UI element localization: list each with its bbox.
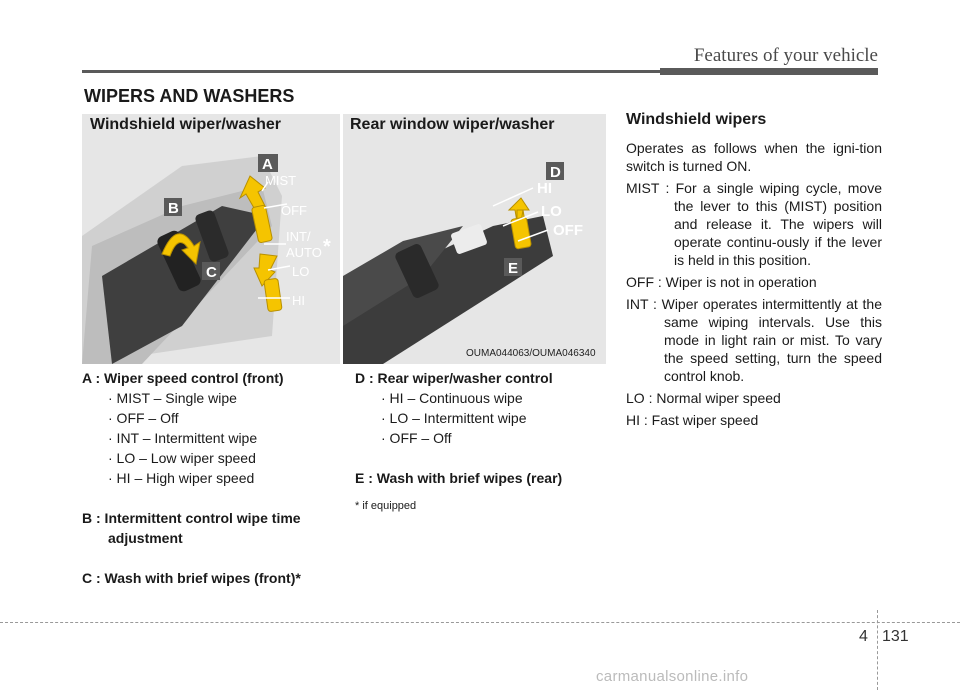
windshield-hi: HI : Fast wiper speed xyxy=(626,412,759,428)
legend-d-item: · OFF – Off xyxy=(381,430,452,446)
windshield-int: INT : Wiper operates intermittently at t… xyxy=(626,296,882,384)
legend-d-item: · HI – Continuous wipe xyxy=(381,390,523,406)
legend-a-item: · INT – Intermittent wipe xyxy=(108,430,258,446)
footer-rule xyxy=(0,622,960,623)
svg-text:E: E xyxy=(508,260,518,277)
svg-text:A: A xyxy=(262,156,273,173)
label-hi: HI xyxy=(292,293,305,308)
header-rule xyxy=(82,70,878,73)
figure-right-title: Rear window wiper/washer xyxy=(350,116,555,133)
legend-b-title: B : Intermittent control wipe time xyxy=(82,510,301,526)
footer-vrule xyxy=(877,610,878,690)
legend-a-item: · MIST – Single wipe xyxy=(108,390,237,406)
rear-label-lo: LO xyxy=(541,203,562,220)
legend-a-item: · HI – High wiper speed xyxy=(108,470,255,486)
legend-left: A : Wiper speed control (front) · MIST –… xyxy=(82,368,347,588)
page-number: 131 xyxy=(882,628,909,645)
header-rule-accent xyxy=(660,68,878,75)
windshield-wipers-section: Windshield wipers Operates as follows wh… xyxy=(626,111,882,433)
rear-wiper-lever-illustration: D E xyxy=(343,162,564,364)
legend-b-title-cont: adjustment xyxy=(108,530,183,546)
svg-text:D: D xyxy=(550,164,561,181)
callout-a xyxy=(258,154,278,172)
legend-c-title: C : Wash with brief wipes (front)* xyxy=(82,570,301,586)
callout-c xyxy=(202,262,220,280)
chapter-number: 4 xyxy=(859,628,868,645)
label-int: INT/ xyxy=(286,229,311,244)
windshield-heading: Windshield wipers xyxy=(626,111,767,128)
legend-e-title: E : Wash with brief wipes (rear) xyxy=(355,470,563,486)
figure-code: OUMA044063/OUMA046340 xyxy=(466,348,596,359)
windshield-lo: LO : Normal wiper speed xyxy=(626,390,781,406)
front-wiper-lever-illustration: A B C xyxy=(82,154,291,364)
callout-b xyxy=(164,198,182,216)
svg-text:C: C xyxy=(206,264,217,281)
rear-label-hi: HI xyxy=(537,180,552,197)
legend-d-item: · LO – Intermittent wipe xyxy=(381,410,527,426)
rear-label-off: OFF xyxy=(553,222,583,239)
label-mist: MIST xyxy=(265,173,297,188)
section-title: WIPERS AND WASHERS xyxy=(84,86,295,106)
running-header: Features of your vehicle xyxy=(693,45,878,66)
callout-d xyxy=(546,162,564,180)
windshield-mist: MIST : For a single wiping cycle, move t… xyxy=(626,180,882,268)
label-off: OFF xyxy=(281,203,307,218)
footnote: * if equipped xyxy=(355,500,417,512)
label-lo: LO xyxy=(292,264,310,279)
legend-a-item: · OFF – Off xyxy=(108,410,179,426)
label-asterisk: * xyxy=(323,236,331,258)
callout-e xyxy=(504,258,522,276)
watermark: carmanualsonline.info xyxy=(596,668,749,685)
legend-a-item: · LO – Low wiper speed xyxy=(108,450,256,466)
figure-left-title: Windshield wiper/washer xyxy=(90,116,282,133)
figure-divider xyxy=(340,114,343,364)
legend-right: D : Rear wiper/washer control · HI – Con… xyxy=(355,368,615,488)
legend-a-title: A : Wiper speed control (front) xyxy=(82,370,284,386)
windshield-off: OFF : Wiper is not in operation xyxy=(626,274,817,290)
windshield-intro: Operates as follows when the igni-tion s… xyxy=(626,140,882,174)
svg-text:B: B xyxy=(168,200,179,217)
label-auto: AUTO xyxy=(286,245,322,260)
legend-d-title: D : Rear wiper/washer control xyxy=(355,370,553,386)
